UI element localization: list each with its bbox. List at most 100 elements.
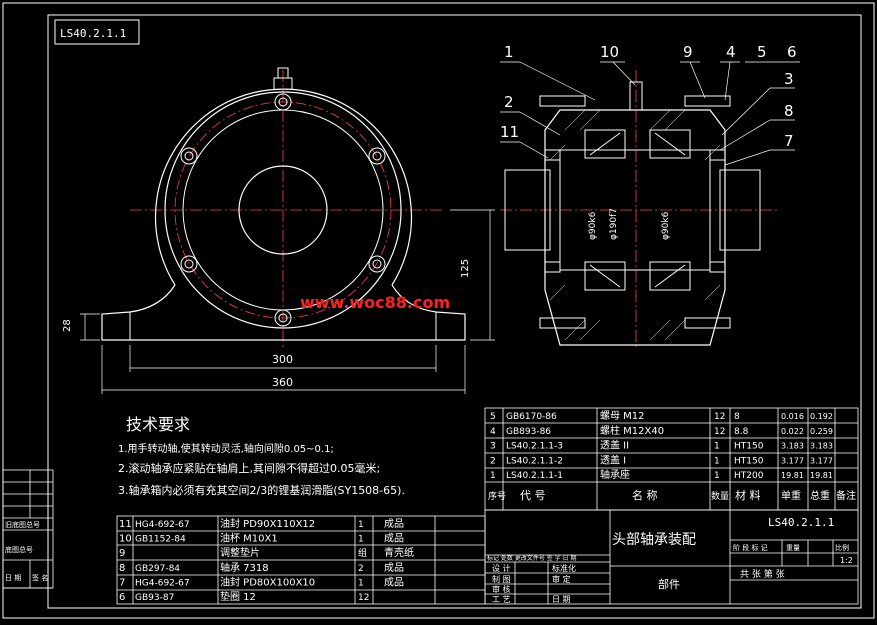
role-approve: 审 定 xyxy=(552,574,571,584)
leader-lines xyxy=(500,61,800,166)
upper-cell-qty: 12 xyxy=(714,412,725,422)
lower-cell-no: 7 xyxy=(119,577,125,588)
scale-label: 比例 xyxy=(835,543,849,552)
upper-cell-no: 5 xyxy=(490,412,496,422)
lower-cell-name: 油封 PD90X110X12 xyxy=(220,517,315,530)
upper-cell-name: 透盖 II xyxy=(600,439,629,452)
upper-cell-unit: 3.183 xyxy=(781,442,804,451)
upper-cell-qty: 1 xyxy=(714,471,720,481)
bolt-circle xyxy=(174,101,392,319)
upper-cell-qty: 1 xyxy=(714,456,720,466)
lower-cell-qty: 2 xyxy=(358,564,364,574)
role-design: 设 计 xyxy=(492,563,511,573)
margin-base-no: 底图总号 xyxy=(5,545,33,554)
housing-outline xyxy=(154,88,413,286)
section-bolts xyxy=(539,95,731,329)
upper-cell-name: 轴承座 xyxy=(600,468,630,481)
upper-cell-total: 3.183 xyxy=(810,442,833,451)
housing-base xyxy=(101,284,466,341)
lower-cell-code: HG4-692-67 xyxy=(135,578,190,588)
lower-cell-note: 成品 xyxy=(384,576,404,588)
role-draw: 制 图 xyxy=(492,574,511,584)
bolts xyxy=(180,93,386,327)
lower-cell-qty: 12 xyxy=(358,593,369,603)
role-date: 日 期 xyxy=(552,595,571,604)
upper-cell-total: 0.259 xyxy=(810,427,833,436)
callout-8: 8 xyxy=(784,102,794,120)
callout-11: 11 xyxy=(500,123,519,141)
hdr-mat: 材 料 xyxy=(735,488,761,502)
lower-cell-no: 11 xyxy=(119,519,132,530)
hdr-qty: 数量 xyxy=(711,490,729,502)
lower-cell-no: 9 xyxy=(119,548,125,559)
callout-3: 3 xyxy=(784,70,794,88)
upper-cell-no: 3 xyxy=(490,442,496,452)
title-drawing-no: LS40.2.1.1 xyxy=(768,516,834,529)
dim-28: 28 xyxy=(62,319,73,332)
upper-cell-total: 19.81 xyxy=(810,471,833,480)
upper-cell-qty: 1 xyxy=(714,442,720,452)
upper-cell-unit: 0.022 xyxy=(781,427,804,436)
upper-cell-code: LS40.2.1.1-1 xyxy=(506,471,563,481)
dim-125: 125 xyxy=(460,259,471,278)
hdr-unit: 单重 xyxy=(781,489,801,502)
scale-value: 1:2 xyxy=(840,556,853,565)
upper-cell-code: LS40.2.1.1-2 xyxy=(506,456,563,466)
upper-cell-unit: 19.81 xyxy=(781,471,804,480)
lower-cell-qty: 1 xyxy=(358,578,364,588)
upper-cell-unit: 3.177 xyxy=(781,456,804,465)
drawing-number-box xyxy=(54,19,140,45)
upper-cell-no: 2 xyxy=(490,456,496,466)
shaft-left xyxy=(504,169,551,251)
lower-cell-code: HG4-692-67 xyxy=(135,520,190,530)
lower-cell-name: 垫圈 12 xyxy=(220,590,256,603)
tech-title: 技术要求 xyxy=(126,415,190,434)
end-view: 300 360 28 125 xyxy=(62,67,495,394)
section-housing xyxy=(544,109,726,346)
rev-header: 标记 处数 更改文件号 签 字 日 期 xyxy=(487,554,576,562)
lower-cell-qty: 1 xyxy=(358,535,364,545)
hdr-name: 名 称 xyxy=(632,488,658,502)
callout-2: 2 xyxy=(504,93,514,111)
tech-item-1: 1.用手转动轴,使其转动灵活,轴向间隙0.05~0.1; xyxy=(118,442,334,455)
callout-6: 6 xyxy=(787,43,797,61)
hdr-total: 总重 xyxy=(810,489,830,502)
callout-7: 7 xyxy=(784,132,794,150)
stage-labels: 阶 段 标 记 xyxy=(733,543,768,552)
callout-9: 9 xyxy=(683,43,693,61)
lower-cell-name: 轴承 7318 xyxy=(220,561,269,574)
upper-cell-mat: 8.8 xyxy=(734,427,749,437)
lower-cell-name: 调整垫片 xyxy=(220,546,260,559)
upper-cell-mat: HT150 xyxy=(734,442,764,452)
drawing-number-text: LS40.2.1.1 xyxy=(60,27,126,40)
lower-cell-note: 成品 xyxy=(384,533,404,545)
left-margin-register: 旧底图总号 底图总号 日 期 签 名 xyxy=(2,469,54,589)
weight-label: 重量 xyxy=(786,544,800,552)
lower-cell-note: 青壳纸 xyxy=(384,546,414,559)
lower-cell-code: GB93-87 xyxy=(135,593,174,603)
callout-1: 1 xyxy=(504,43,514,61)
lower-cell-code: GB297-84 xyxy=(135,564,180,574)
upper-cell-mat: 8 xyxy=(734,412,740,422)
lower-cell-name: 油封 PD80X100X10 xyxy=(220,575,315,588)
inner-frame xyxy=(47,14,862,609)
lower-cell-no: 8 xyxy=(119,563,125,574)
callout-10: 10 xyxy=(600,43,619,61)
lower-cell-name: 油杯 M10X1 xyxy=(220,532,278,545)
title-block: 头部轴承装配 LS40.2.1.1 部件 阶 段 标 记 重量 比例 1:2 共… xyxy=(484,509,859,605)
tech-requirements: 技术要求 1.用手转动轴,使其转动灵活,轴向间隙0.05~0.1; 2.滚动轴承… xyxy=(118,415,405,497)
lower-cell-qty: 1 xyxy=(358,520,364,530)
upper-cell-name: 螺母 M12 xyxy=(600,410,645,422)
upper-cell-mat: HT200 xyxy=(734,471,764,481)
hdr-no: 序号 xyxy=(488,490,506,502)
upper-cell-code: GB893-86 xyxy=(506,427,551,437)
role-standard: 标准化 xyxy=(552,563,576,573)
dimension-lines xyxy=(80,209,495,394)
inner-shaft xyxy=(559,149,711,271)
upper-cell-code: GB6170-86 xyxy=(506,412,557,422)
